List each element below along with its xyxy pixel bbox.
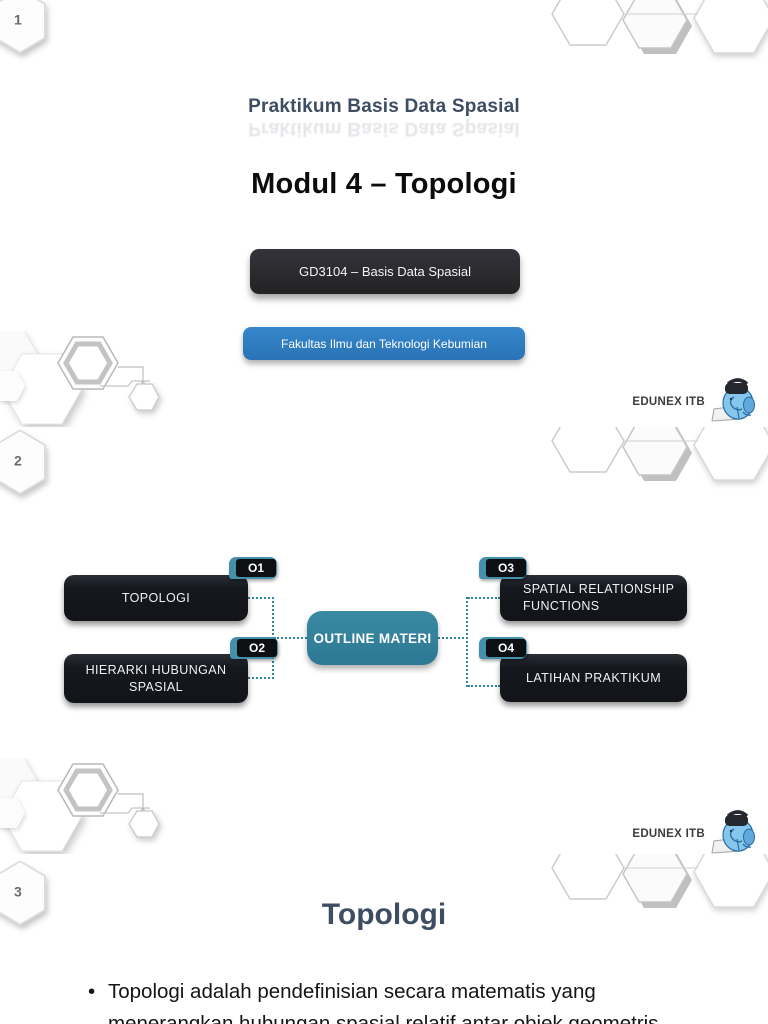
connector-line bbox=[248, 597, 274, 599]
slide-title: Topologi bbox=[321, 898, 447, 931]
hexagon-decoration-top-right bbox=[538, 427, 768, 497]
outline-item-topologi: TOPOLOGI bbox=[64, 575, 248, 621]
connector-line bbox=[248, 677, 274, 679]
page-number: 1 bbox=[14, 11, 22, 28]
course-code-badge: GD3104 – Basis Data Spasial bbox=[250, 249, 520, 294]
edunex-logo-text: EDUNEX ITB bbox=[632, 828, 705, 840]
outline-center-node: OUTLINE MATERI bbox=[307, 611, 438, 665]
course-subtitle-reflection: Praktikum Basis Data Spasial bbox=[248, 118, 520, 139]
outline-item-spatial-functions: SPATIAL RELATIONSHIP FUNCTIONS bbox=[500, 575, 687, 621]
outline-tag-label: O2 bbox=[237, 639, 277, 657]
hexagon-shape bbox=[0, 0, 46, 54]
page-number: 3 bbox=[14, 883, 22, 900]
page-number-badge: 3 bbox=[0, 860, 46, 926]
outline-tag-label: O3 bbox=[486, 559, 526, 577]
edunex-logo: EDUNEX ITB bbox=[632, 810, 758, 858]
hexagon-decoration-top-right bbox=[538, 0, 768, 70]
outline-tag-label: O4 bbox=[486, 639, 526, 657]
outline-tag-o1: O1 bbox=[229, 557, 277, 579]
page-number-badge: 2 bbox=[0, 429, 46, 495]
connector-line bbox=[438, 637, 468, 639]
outline-tag-label: O1 bbox=[236, 559, 276, 577]
edunex-logo-text: EDUNEX ITB bbox=[632, 396, 705, 408]
slide-title: Modul 4 – Topologi bbox=[251, 168, 517, 200]
faculty-badge: Fakultas Ilmu dan Teknologi Kebumian bbox=[243, 327, 525, 360]
edunex-logo: EDUNEX ITB bbox=[632, 378, 758, 426]
connector-line bbox=[468, 597, 500, 599]
outline-item-hierarki: HIERARKI HUBUNGAN SPASIAL bbox=[64, 654, 248, 703]
slide-1: 1 Praktikum Basis Data Spasial Praktikum… bbox=[0, 0, 768, 427]
outline-tag-o4: O4 bbox=[479, 637, 527, 659]
hexagon-decoration-bottom-left bbox=[0, 331, 210, 431]
hexagon-decoration-bottom-left bbox=[0, 758, 210, 858]
edunex-mascot-icon bbox=[710, 810, 758, 858]
connector-line bbox=[466, 597, 468, 687]
course-subtitle: Praktikum Basis Data Spasial bbox=[248, 96, 520, 117]
connector-line bbox=[274, 637, 307, 639]
slide-2: 2 O1 TOPOLOGI O2 HIERARKI HUBUNGAN SPASI… bbox=[0, 427, 768, 854]
page-number: 2 bbox=[14, 452, 22, 469]
edunex-mascot-icon bbox=[710, 378, 758, 426]
hexagon-shape bbox=[0, 429, 46, 495]
hexagon-shape bbox=[0, 860, 46, 926]
outline-tag-o3: O3 bbox=[479, 557, 527, 579]
slide-3: 3 Topologi Topologi adalah pendefinisian… bbox=[0, 854, 768, 1024]
connector-line bbox=[468, 685, 500, 687]
slide-body: Topologi adalah pendefinisian secara mat… bbox=[86, 976, 668, 1024]
outline-item-latihan: LATIHAN PRAKTIKUM bbox=[500, 654, 687, 702]
bullet-list: Topologi adalah pendefinisian secara mat… bbox=[86, 976, 668, 1024]
page-number-badge: 1 bbox=[0, 0, 46, 54]
bullet-item: Topologi adalah pendefinisian secara mat… bbox=[86, 976, 668, 1024]
outline-tag-o2: O2 bbox=[230, 637, 278, 659]
